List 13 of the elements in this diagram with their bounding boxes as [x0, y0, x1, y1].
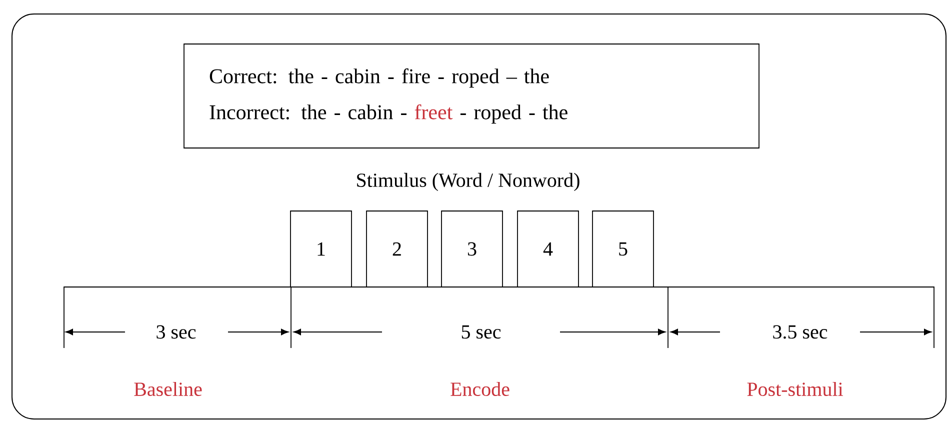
duration-label: 5 sec	[462, 325, 501, 339]
stimulus-box: 5	[592, 210, 654, 288]
stimulus-box: 4	[517, 210, 579, 288]
stimulus-box: 1	[290, 210, 352, 288]
heading: Stimulus (Word / Nonword)	[357, 172, 580, 192]
stimulus-box: 2	[366, 210, 428, 288]
phase-label: Post-stimuli	[747, 382, 843, 396]
duration-label: 3.5 sec	[773, 325, 828, 339]
duration-label: 3 sec	[156, 325, 196, 339]
phase-label: Baseline	[134, 382, 202, 396]
stimulus-box: 3	[441, 210, 503, 288]
phase-label: Encode	[450, 382, 510, 396]
example-sentence-box: Correct: the - cabin - fire - roped – the Incorrect: the - cabin - freet - roped - the	[184, 44, 760, 148]
